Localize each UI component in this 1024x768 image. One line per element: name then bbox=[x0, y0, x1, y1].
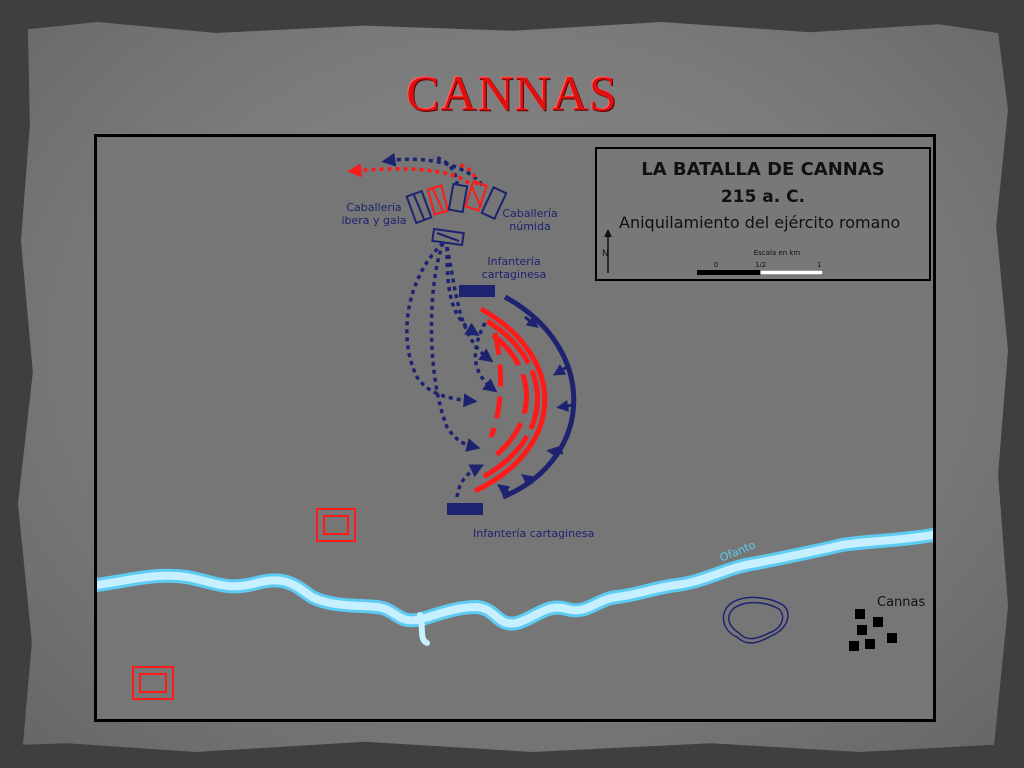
label-infantry-bottom: Infantería cartaginesa bbox=[473, 527, 595, 540]
scale-tick-half: 1/2 bbox=[755, 261, 767, 269]
lake bbox=[722, 596, 789, 644]
roman-camp-lower bbox=[132, 666, 174, 700]
carthaginian-infantry-arc bbox=[497, 294, 577, 500]
carthaginian-infantry-block-bottom bbox=[447, 503, 483, 515]
carthaginian-movements bbox=[381, 152, 498, 498]
legend-subtitle: Aniquilamiento del ejército romano bbox=[619, 213, 901, 232]
slide-title: CANNAS bbox=[406, 65, 618, 121]
label-town: Cannas bbox=[877, 595, 926, 610]
roman-camp-upper bbox=[316, 508, 356, 542]
cavalry-clash bbox=[405, 180, 508, 247]
scale-tick-1: 1 bbox=[817, 261, 822, 269]
legend-title: LA BATALLA DE CANNAS bbox=[641, 159, 885, 180]
town-cannas-icon bbox=[849, 609, 897, 651]
scale-bar bbox=[697, 270, 823, 275]
north-arrow-icon: N bbox=[602, 229, 612, 273]
legend-year: 215 a. C. bbox=[720, 187, 806, 207]
north-letter: N bbox=[602, 249, 609, 259]
carthaginian-infantry-block-top bbox=[459, 285, 495, 297]
river-ofanto bbox=[97, 528, 933, 646]
roman-infantry bbox=[473, 306, 548, 494]
map-drawing bbox=[97, 152, 933, 700]
scale-label: Escala en km bbox=[753, 249, 801, 257]
map-legend: LA BATALLA DE CANNAS 215 a. C. Aniquilam… bbox=[595, 147, 931, 281]
scale-tick-0: 0 bbox=[714, 261, 719, 269]
